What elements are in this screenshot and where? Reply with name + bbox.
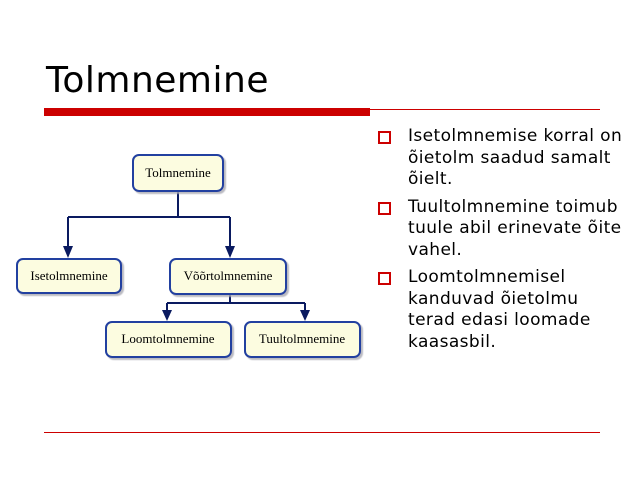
bullet-item: Tuultolmnemine toimub tuule abil erineva… [376,197,626,262]
node-root: Tolmnemine [132,154,224,192]
arrowhead-loomtolmnemine [162,310,172,321]
hollow-square-bullet-icon [378,272,391,285]
node-voortolmnemine-label: Võõrtolmnemine [184,268,273,283]
footer-rule [44,432,600,433]
slide-title: Tolmnemine [46,60,269,101]
node-tuultolmnemine-label: Tuultolmnemine [259,331,345,346]
node-isetolmnemine-label: Isetolmnemine [30,268,107,283]
hollow-square-bullet-icon [378,131,391,144]
node-loomtolmnemine: Loomtolmnemine [105,321,232,358]
bullet-list: Isetolmnemise korral on õietolm saadud s… [376,126,626,359]
arrowhead-isetolmnemine [63,246,73,258]
node-root-label: Tolmnemine [145,165,211,180]
title-underline-thin [370,109,600,110]
node-loomtolmnemine-label: Loomtolmnemine [121,331,214,346]
tree-arrowheads [63,246,310,321]
node-voortolmnemine: Võõrtolmnemine [169,258,287,295]
node-tuultolmnemine: Tuultolmnemine [244,321,361,358]
tree-connectors [67,192,306,312]
arrowhead-tuultolmnemine [300,310,310,321]
arrowhead-voortolmnemine [225,246,235,258]
node-isetolmnemine: Isetolmnemine [16,258,122,294]
hollow-square-bullet-icon [378,201,391,215]
bullet-text: Tuultolmnemine toimub tuule abil erineva… [408,196,622,260]
bullet-item: Loomtolmnemisel kanduvad õietolmu terad … [376,267,626,353]
bullet-text: Isetolmnemise korral on õietolm saadud s… [408,126,623,189]
bullet-item: Isetolmnemise korral on õietolm saadud s… [376,126,626,191]
title-underline-accent [44,108,370,116]
bullet-text: Loomtolmnemisel kanduvad õietolmu terad … [408,267,591,352]
